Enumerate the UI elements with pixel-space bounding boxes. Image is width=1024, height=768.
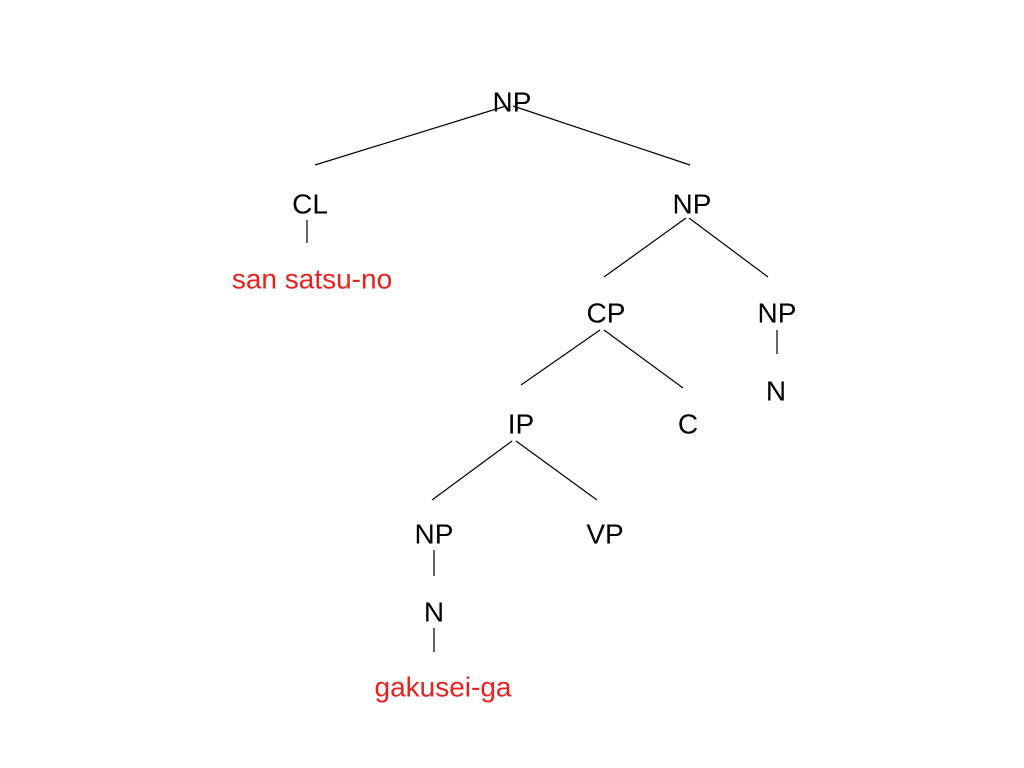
node-np-head: NP [758, 297, 797, 328]
node-np-subject: NP [415, 518, 454, 549]
branch-ip-to-vp [515, 440, 598, 501]
tree-branches [306, 105, 778, 652]
node-cp: CP [587, 297, 626, 328]
branch-np-right-to-cp [603, 217, 687, 278]
branch-np-right-to-np-head [688, 217, 769, 278]
branch-np-root-to-cl [314, 105, 507, 166]
node-c: C [678, 408, 698, 439]
node-np-right: NP [673, 188, 712, 219]
node-n-head: N [766, 375, 786, 406]
node-ip: IP [508, 408, 534, 439]
node-vp: VP [586, 518, 623, 549]
node-n-subject: N [424, 596, 444, 627]
branch-ip-to-np-subject [431, 440, 513, 501]
branch-cp-to-ip [520, 329, 601, 386]
branch-cp-to-c [603, 329, 684, 389]
node-cl: CL [292, 188, 328, 219]
branch-np-root-to-np-right [512, 105, 691, 166]
node-gakusei-ga: gakusei-ga [375, 671, 512, 702]
node-np-root: NP [493, 86, 532, 117]
node-san-satsu-no: san satsu-no [232, 263, 392, 294]
